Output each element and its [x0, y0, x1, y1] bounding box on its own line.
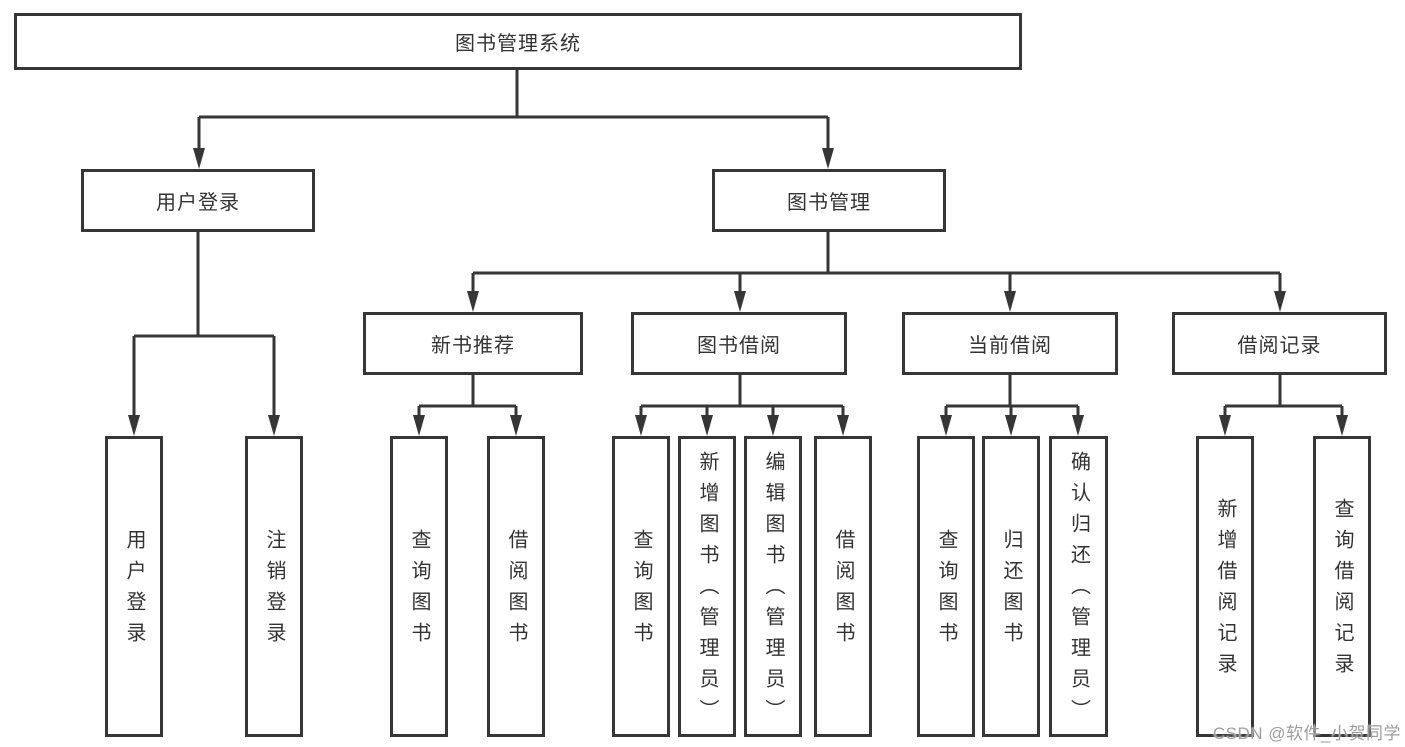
connector-user-login-branch: [132, 232, 276, 418]
leaf-user-login: 用户登录: [105, 436, 163, 737]
node-new-book-recommend: 新书推荐: [363, 312, 583, 375]
connector-current-borrow-branch: [944, 375, 1080, 418]
node-book-management: 图书管理: [712, 169, 946, 232]
connector-root-to-level2: [197, 70, 830, 151]
csdn-watermark: CSDN @软件_小贺同学: [1212, 724, 1401, 743]
node-user-login: 用户登录: [81, 169, 315, 232]
connector-book-borrow-branch: [639, 375, 845, 418]
leaf-borrow-books: 借阅图书: [814, 436, 872, 737]
leaf-query-books-recommend: 查询图书: [390, 436, 448, 737]
leaf-borrow-books-recommend: 借阅图书: [487, 436, 545, 737]
node-root-system: 图书管理系统: [14, 13, 1022, 70]
leaf-query-books-borrowing: 查询图书: [612, 436, 670, 737]
leaf-edit-books-admin: 编辑图书（管理员）: [744, 436, 802, 737]
leaf-query-books-current: 查询图书: [917, 436, 975, 737]
connector-new-book-branch: [417, 375, 518, 418]
node-borrowing-records: 借阅记录: [1172, 312, 1387, 375]
leaf-add-borrow-record: 新增借阅记录: [1196, 436, 1254, 737]
leaf-logout: 注销登录: [245, 436, 303, 737]
node-current-borrowing: 当前借阅: [902, 312, 1118, 375]
leaf-add-books-admin: 新增图书（管理员）: [678, 436, 736, 737]
node-book-borrowing: 图书借阅: [631, 312, 847, 375]
connector-borrow-record-branch: [1223, 375, 1344, 418]
leaf-return-books: 归还图书: [982, 436, 1040, 737]
connector-book-mgmt-branch: [471, 232, 1282, 294]
leaf-query-borrow-record: 查询借阅记录: [1313, 436, 1371, 737]
leaf-confirm-return-admin: 确认归还（管理员）: [1049, 436, 1108, 737]
